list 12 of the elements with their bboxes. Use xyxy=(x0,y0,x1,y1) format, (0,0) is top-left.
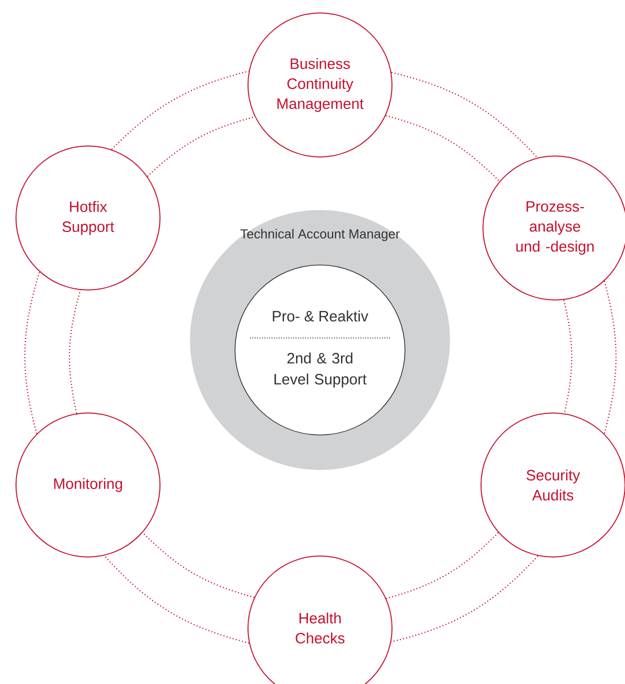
dotted-arc xyxy=(24,272,40,434)
dotted-arc xyxy=(386,532,499,600)
dotted-arc xyxy=(563,300,572,414)
dotted-arc xyxy=(604,280,617,434)
dotted-arc xyxy=(104,555,250,644)
dotted-arc xyxy=(146,116,255,177)
dotted-arc xyxy=(142,532,254,598)
dotted-arc xyxy=(111,70,249,150)
dotted-arc xyxy=(391,556,538,642)
dotted-arc xyxy=(391,72,538,158)
dotted-arc xyxy=(386,115,500,182)
dotted-arc xyxy=(68,290,81,414)
